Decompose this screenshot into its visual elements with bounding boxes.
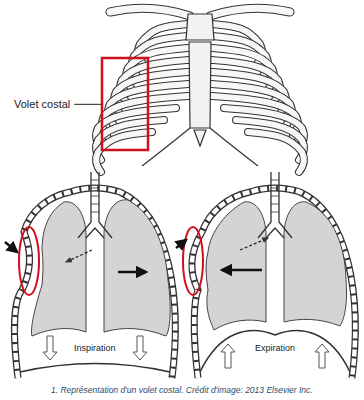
xiphoid	[194, 130, 206, 146]
rib	[96, 132, 152, 172]
lung	[284, 202, 347, 326]
trachea-rings	[91, 180, 99, 212]
flail-outline	[183, 227, 203, 295]
leader-line	[74, 104, 101, 105]
shift-arrow	[222, 269, 262, 272]
lung	[206, 202, 266, 330]
phase-label: Expiration	[255, 343, 295, 353]
wall-arrow	[5, 242, 17, 252]
rib	[248, 132, 304, 172]
trachea	[78, 172, 112, 238]
rib-cage	[74, 8, 304, 172]
trachea-rings	[271, 180, 279, 212]
costal-arch	[210, 128, 258, 166]
part-label: Volet costal	[14, 98, 70, 111]
air-flow-arrow	[66, 250, 92, 262]
lung	[104, 200, 170, 336]
expiration-section	[176, 172, 355, 378]
hollow-arrow	[221, 344, 235, 368]
chest-wall	[192, 188, 355, 378]
flail-outline	[102, 58, 148, 150]
ribs	[96, 24, 304, 172]
diaphragm-arrows	[43, 336, 147, 360]
clavicle	[110, 8, 190, 16]
rib	[96, 132, 152, 172]
rib	[248, 132, 304, 172]
diaphragm	[200, 331, 350, 372]
figure-caption: 1. Représentation d'un volet costal. Cré…	[51, 386, 313, 396]
shift-arrow	[118, 271, 146, 274]
inspiration-section	[5, 172, 175, 378]
hollow-arrow	[315, 344, 329, 368]
chest-wall	[15, 188, 176, 378]
hollow-arrow	[133, 336, 147, 360]
phase-label: Inspiration	[74, 343, 116, 353]
clavicle	[210, 8, 290, 16]
sternum	[189, 42, 211, 128]
chest-wall	[192, 188, 355, 378]
clavicle	[210, 8, 290, 16]
hollow-arrow	[43, 336, 57, 360]
trachea	[258, 172, 292, 238]
diaphragm-arrows	[221, 344, 329, 368]
manubrium	[186, 14, 214, 40]
clavicle	[110, 8, 190, 16]
diaphragm	[20, 364, 170, 373]
air-flow-arrow	[240, 238, 268, 250]
wall-arrow	[176, 240, 186, 248]
chest-wall	[15, 188, 176, 378]
flail-outline	[19, 227, 39, 295]
